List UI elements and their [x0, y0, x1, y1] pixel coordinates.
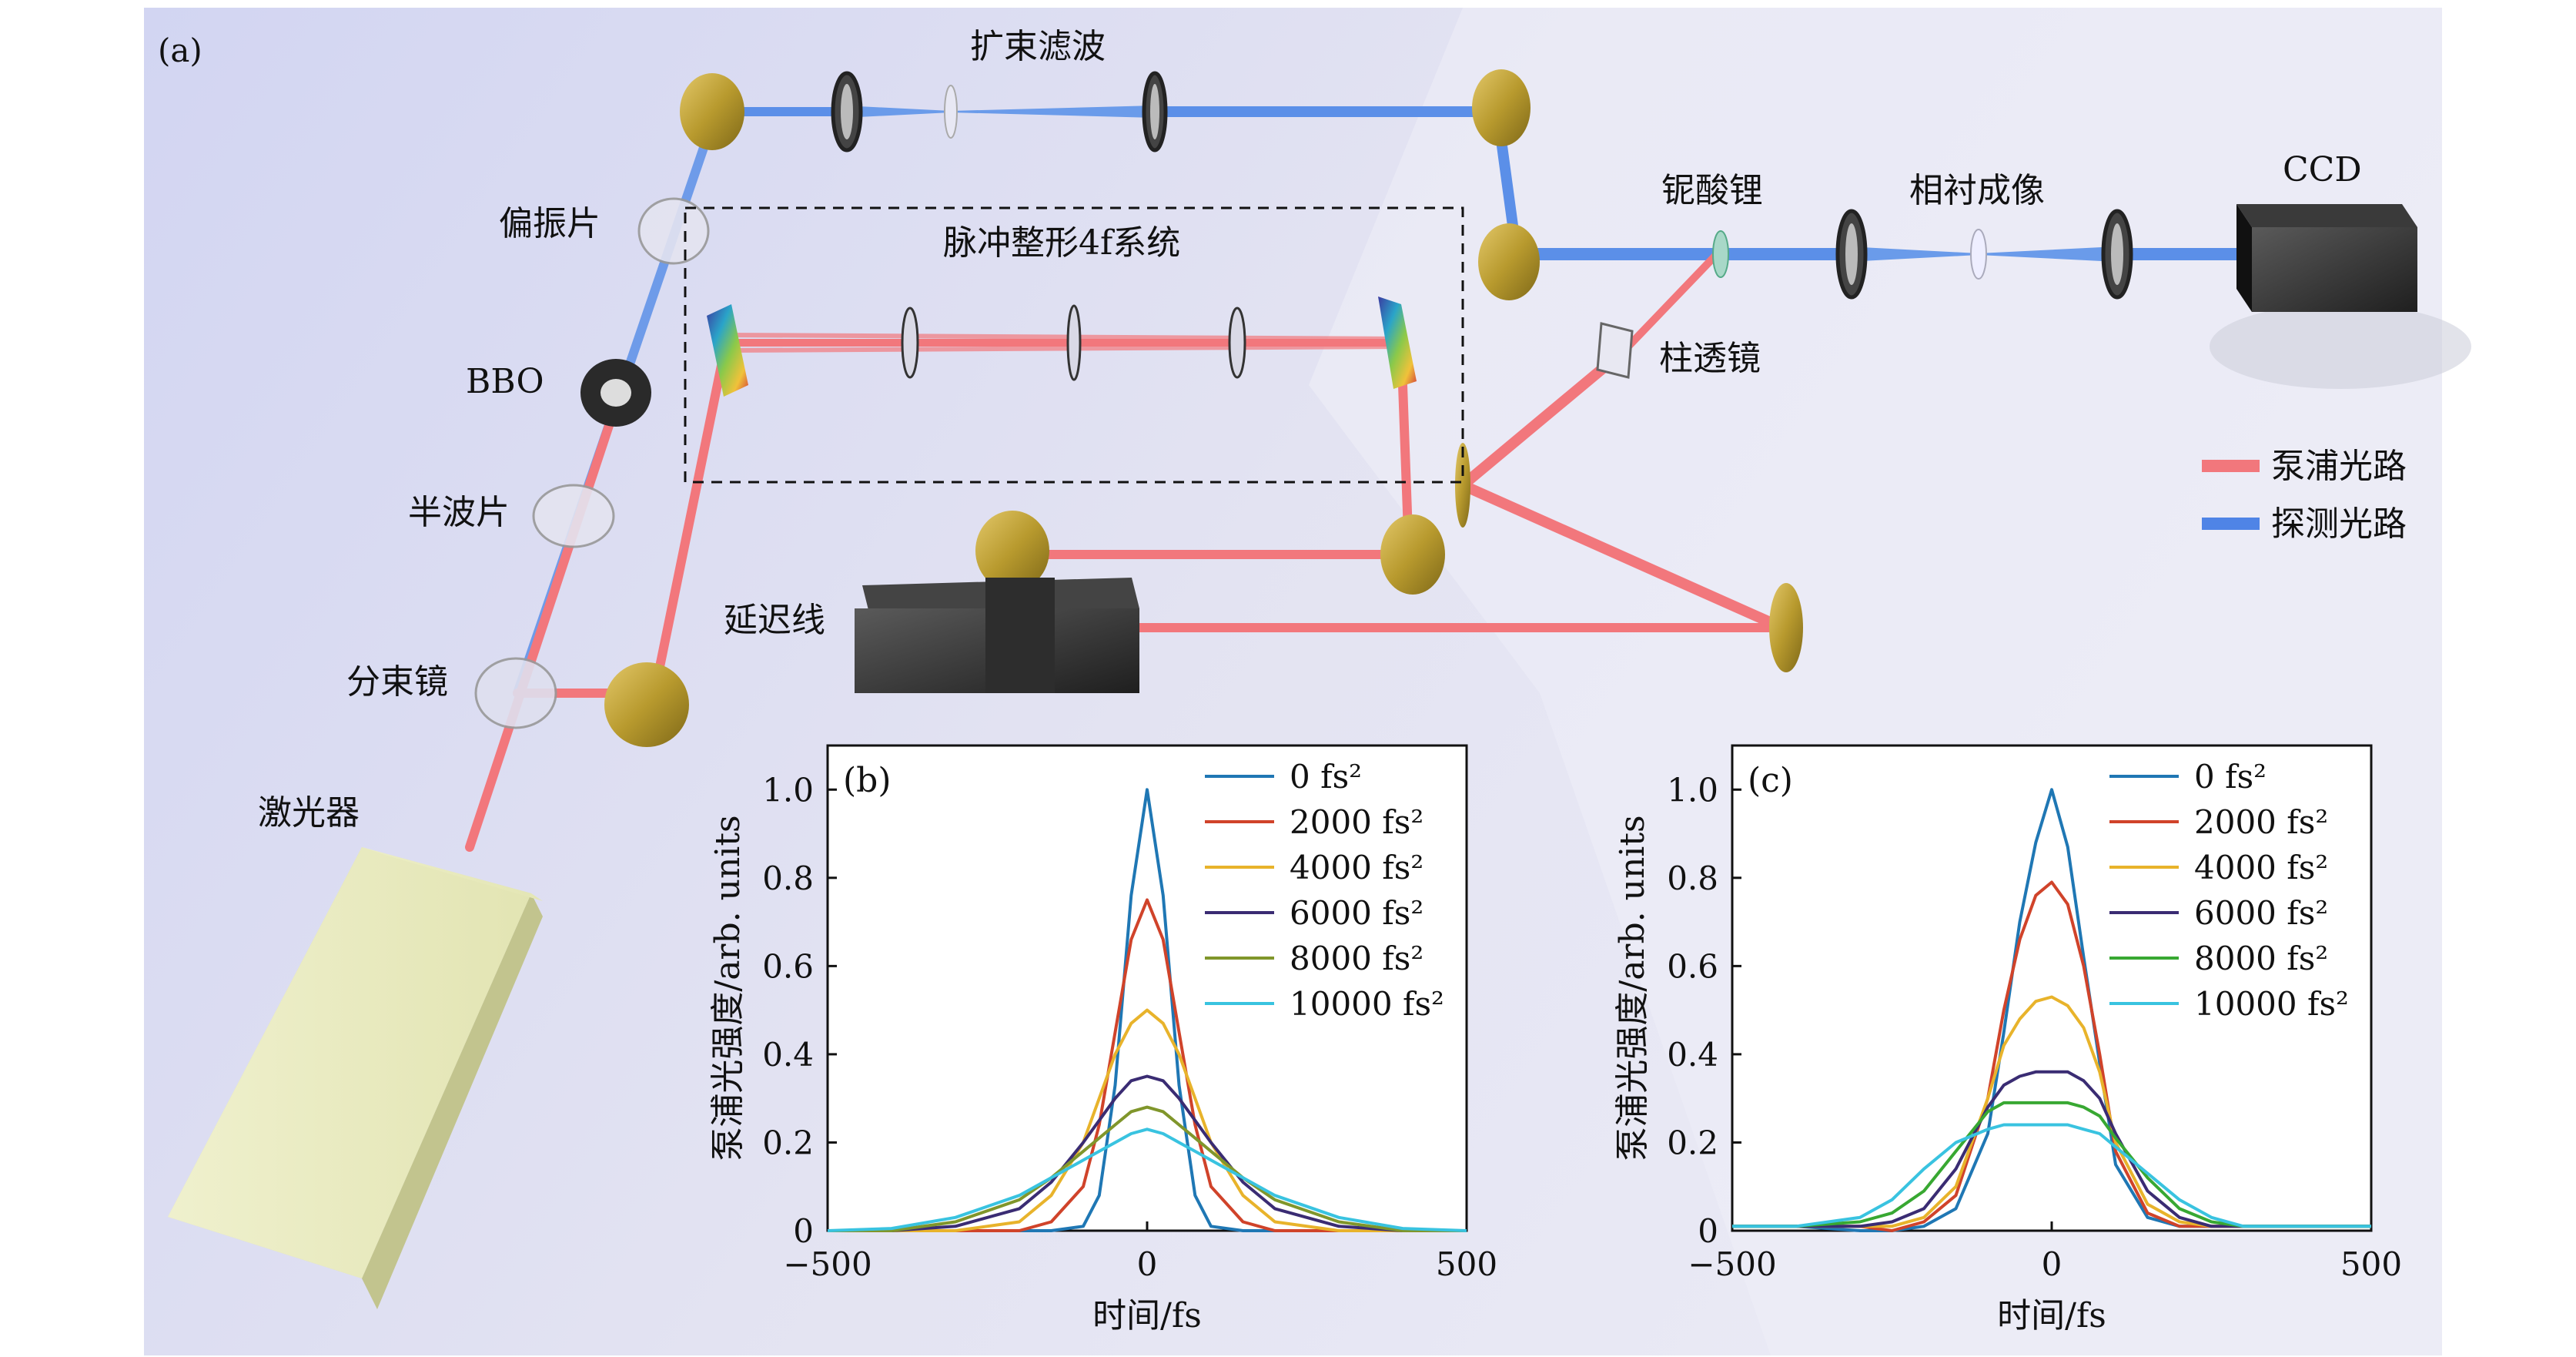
legend-label-3: 6000 fs²	[2194, 894, 2328, 932]
legend-label-2: 4000 fs²	[2194, 849, 2328, 886]
x-axis-label: 时间/fs	[1092, 1296, 1202, 1335]
splitter-label: 分束镜	[346, 662, 448, 702]
beam-splitter-optic	[474, 657, 557, 729]
legend-label-0: 0 fs²	[1290, 758, 1362, 796]
grating-right	[1378, 297, 1417, 389]
y-tick-label: 0.6	[1667, 947, 1718, 985]
shaper-lens-2	[1228, 307, 1246, 379]
beam-legend: 泵浦光路 探测光路	[2202, 447, 2407, 544]
plot-area	[1731, 744, 2373, 1232]
ccd-label: CCD	[2283, 150, 2362, 189]
legend-label-5: 10000 fs²	[2194, 985, 2349, 1023]
ccd-camera	[2210, 204, 2471, 389]
mirror-probe-turn	[1478, 223, 1540, 300]
legend-label-5: 10000 fs²	[1290, 985, 1444, 1023]
lithium-niobate-crystal	[1712, 230, 1729, 278]
spatial-light-modulator	[1066, 304, 1082, 381]
y-tick-label: 0.4	[762, 1036, 814, 1074]
halfwave-label: 半波片	[408, 493, 510, 532]
legend-label-1: 2000 fs²	[2194, 803, 2328, 841]
phase-plate	[1970, 229, 1987, 280]
niobate-label: 铌酸锂	[1661, 171, 1763, 210]
y-tick-label: 0	[1698, 1212, 1718, 1250]
delay-label: 延迟线	[724, 601, 825, 640]
y-axis-label: 泵浦光强度/arb. units	[1613, 815, 1652, 1161]
panel-label: (c)	[1748, 761, 1793, 800]
panel-a-label: (a)	[158, 32, 202, 69]
series-line-2	[828, 1008, 1467, 1232]
y-tick-label: 0.4	[1667, 1036, 1718, 1074]
lens-imaging-2	[2101, 209, 2133, 300]
legend-probe-label: 探测光路	[2271, 504, 2407, 544]
mirror-top-right	[1472, 69, 1531, 146]
mirror-right	[1769, 583, 1803, 672]
bbo-crystal	[580, 359, 651, 427]
y-tick-label: 0	[793, 1212, 814, 1250]
polarizer-optic	[637, 197, 710, 265]
x-tick-label: 500	[2340, 1245, 2402, 1283]
legend-label-3: 6000 fs²	[1290, 894, 1423, 932]
y-axis-label: 泵浦光强度/arb. units	[708, 815, 748, 1161]
x-tick-label: 0	[1137, 1245, 1158, 1283]
phase-contrast-label: 相衬成像	[1909, 171, 2045, 210]
series-line-4	[828, 1105, 1467, 1232]
delay-line-stage	[855, 578, 1139, 693]
series-line-5	[1732, 1123, 2371, 1228]
mirror-small	[1455, 443, 1470, 528]
cyl-lens-label: 柱透镜	[1659, 339, 1761, 378]
mirror-top-left	[680, 73, 744, 150]
legend-pump-label: 泵浦光路	[2271, 447, 2407, 486]
legend-label-1: 2000 fs²	[1290, 803, 1423, 841]
y-tick-label: 0.8	[1667, 859, 1718, 897]
legend-label-4: 8000 fs²	[1290, 940, 1423, 977]
mirror-delay-a	[975, 511, 1049, 591]
mirror-shaper-out	[1380, 514, 1445, 595]
series-line-3	[828, 1074, 1467, 1232]
legend-label-4: 8000 fs²	[2194, 940, 2328, 977]
pulse-shaping-label: 脉冲整形4f系统	[943, 223, 1180, 263]
halfwave-plate-optic	[532, 484, 615, 548]
legend-label-2: 4000 fs²	[1290, 849, 1423, 886]
x-tick-label: −500	[1688, 1245, 1776, 1283]
x-tick-label: −500	[783, 1245, 871, 1283]
y-tick-label: 0.8	[762, 859, 814, 897]
x-axis-label: 时间/fs	[1997, 1296, 2106, 1335]
series-line-1	[828, 898, 1467, 1232]
series-line-4	[1732, 1101, 2371, 1228]
laser-label: 激光器	[258, 793, 360, 833]
grating-left	[707, 304, 748, 397]
y-tick-label: 1.0	[1667, 771, 1718, 809]
lens-expand-2	[1142, 71, 1168, 152]
pinhole-filter	[944, 85, 958, 139]
cylindrical-lens	[1596, 322, 1634, 379]
y-tick-label: 0.2	[762, 1124, 814, 1161]
pulse-shaper-box	[684, 206, 1464, 484]
y-tick-label: 1.0	[762, 771, 814, 809]
x-tick-label: 0	[2042, 1245, 2062, 1283]
lens-expand-1	[831, 71, 863, 152]
laser-source	[168, 847, 543, 1309]
plot-area	[826, 744, 1468, 1232]
panel-label: (b)	[843, 761, 892, 800]
lens-imaging-1	[1835, 209, 1868, 300]
expand-filter-label: 扩束滤波	[970, 27, 1106, 66]
shaper-lens-1	[901, 307, 919, 379]
polarizer-label: 偏振片	[499, 204, 601, 243]
series-line-5	[827, 1127, 1467, 1232]
legend-label-0: 0 fs²	[2194, 758, 2267, 796]
y-tick-label: 0.2	[1667, 1124, 1718, 1161]
bbo-label: BBO	[466, 362, 544, 401]
series-line-3	[1732, 1070, 2371, 1228]
y-tick-label: 0.6	[762, 947, 814, 985]
mirror-splitter-pump	[604, 662, 689, 747]
x-tick-label: 500	[1436, 1245, 1497, 1283]
